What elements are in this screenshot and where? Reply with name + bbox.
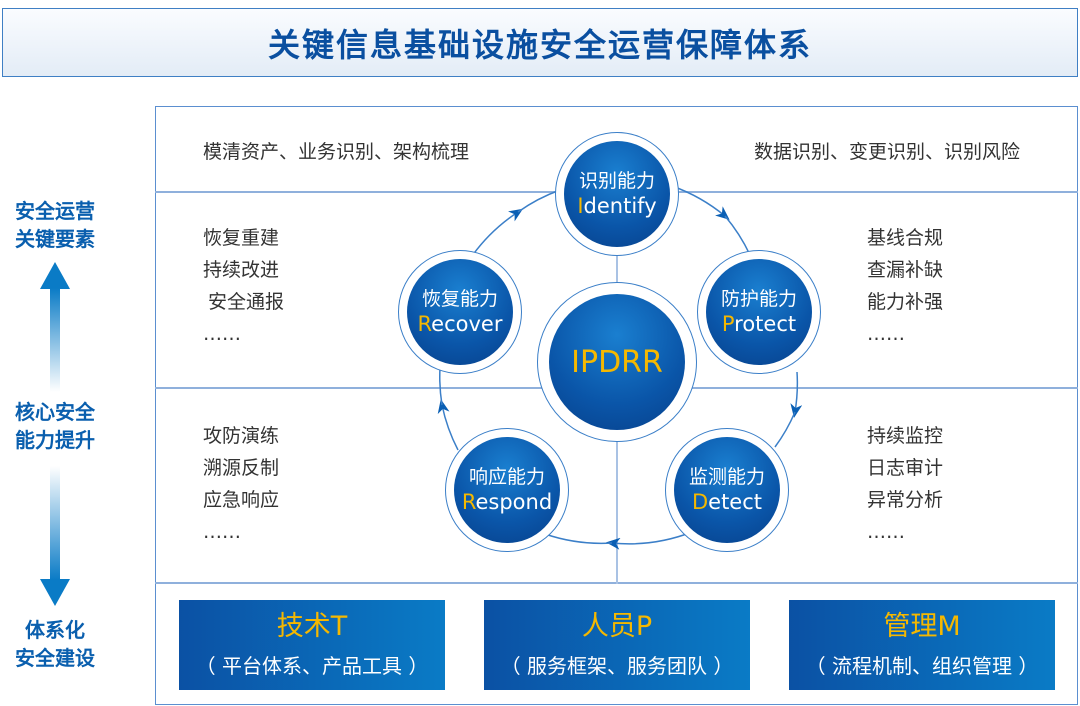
- side-label-systematic: 体系化安全建设: [15, 618, 95, 670]
- center-node-ipdrr: IPDRR: [537, 282, 697, 442]
- pillar-technology: 技术T（ 平台体系、产品工具 ）: [179, 600, 445, 690]
- note-detect: 持续监控日志审计异常分析……: [867, 425, 944, 543]
- pillar-people: 人员P（ 服务框架、服务团队 ）: [484, 600, 750, 690]
- side-label-core-capability: 核心安全能力提升: [15, 400, 95, 452]
- arrow-down-icon: [40, 466, 70, 606]
- side-label-key-elements: 安全运营关键要素: [15, 199, 95, 251]
- note-recover: 恢复重建持续改进安全通报……: [203, 227, 285, 345]
- arrow-up-icon: [40, 262, 70, 392]
- note-respond: 攻防演练溯源反制应急响应……: [203, 425, 280, 543]
- note-identify-right: 数据识别、变更识别、识别风险: [754, 141, 1021, 163]
- diagram-frame: [155, 106, 1078, 705]
- page-title: 关键信息基础设施安全运营保障体系: [2, 8, 1078, 77]
- note-identify-left: 模清资产、业务识别、架构梳理: [203, 141, 470, 163]
- note-protect: 基线合规查漏补缺能力补强……: [867, 227, 944, 345]
- pillar-management: 管理M（ 流程机制、组织管理 ）: [789, 600, 1055, 690]
